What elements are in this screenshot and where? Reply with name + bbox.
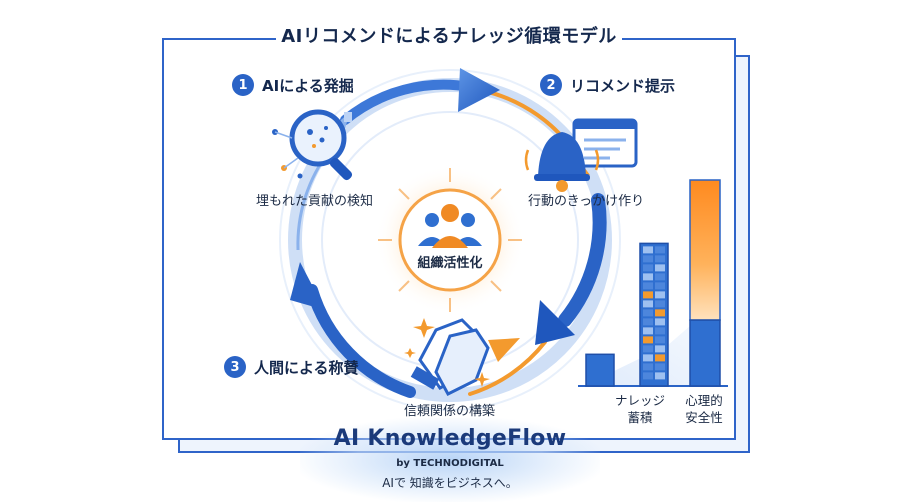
brand-tagline: AIで 知識をビジネスへ。: [382, 476, 518, 490]
clapping-hands-icon: [404, 318, 490, 396]
bar-knowledge-block: [643, 291, 653, 299]
bar-knowledge-block: [655, 300, 665, 308]
bar-knowledge-block: [655, 282, 665, 290]
bar-knowledge-block: [655, 309, 665, 317]
bar-label-knowledge: ナレッジ 蓄積: [612, 392, 668, 426]
bar-knowledge-block: [643, 255, 653, 263]
cycle-ring: [279, 69, 621, 411]
bar-knowledge-block: [655, 336, 665, 344]
bar-knowledge-block: [643, 336, 653, 344]
bar-knowledge-block: [655, 327, 665, 335]
diagram-title: AIリコメンドによるナレッジ循環モデル: [276, 22, 622, 52]
bar-knowledge-block: [655, 273, 665, 281]
bar-knowledge-block: [643, 363, 653, 371]
step-2-number: 2: [540, 74, 562, 96]
bar-knowledge-block: [643, 345, 653, 353]
bar-knowledge-block: [655, 345, 665, 353]
bar-label-knowledge-line1: ナレッジ: [614, 393, 665, 408]
bar-knowledge-block: [655, 363, 665, 371]
bar-knowledge-block: [655, 354, 665, 362]
step-3-label: 人間による称賛: [254, 358, 359, 377]
step-2-label: リコメンド提示: [570, 76, 676, 95]
step-3-caption: 信頼関係の構築: [404, 404, 496, 419]
bar-label-safety: 心理的 安全性: [676, 392, 732, 426]
brand-byline: by TECHNODIGITAL: [396, 458, 504, 469]
brand-name: AI KnowledgeFlow: [333, 426, 567, 451]
bar-knowledge-block: [643, 318, 653, 326]
center-label: 組織活性化: [417, 256, 483, 271]
bar-label-safety-line1: 心理的: [685, 393, 723, 408]
footer-glow: [300, 418, 600, 502]
bar-knowledge-block: [643, 354, 653, 362]
step-3: 3 人間による称賛: [224, 356, 359, 378]
step-1-label: AIによる発掘: [262, 76, 354, 95]
bar-label-safety-line2: 安全性: [685, 410, 723, 425]
bar-knowledge-block: [655, 264, 665, 272]
bell-icon: [524, 132, 600, 192]
step-2-caption: 行動のきっかけ作り: [528, 194, 645, 209]
bar-chart: [578, 179, 728, 387]
step-1-number: 1: [232, 74, 254, 96]
bar-knowledge-block: [643, 327, 653, 335]
chart-rise-area: [585, 300, 720, 385]
bar-small: [585, 353, 615, 387]
bar-knowledge-block: [643, 282, 653, 290]
magnifier-icon: [272, 109, 353, 181]
bar-knowledge-block: [643, 264, 653, 272]
bar-safety-lower: [689, 319, 721, 387]
step-1: 1 AIによる発掘: [232, 74, 354, 96]
bar-knowledge-block: [655, 291, 665, 299]
bar-knowledge-block: [643, 372, 653, 380]
bar-knowledge-block: [643, 273, 653, 281]
bar-knowledge-block: [655, 318, 665, 326]
step-2: 2 リコメンド提示: [540, 74, 675, 96]
bar-knowledge-block: [643, 246, 653, 254]
bar-knowledge-block: [655, 246, 665, 254]
people-icon: [418, 204, 482, 248]
bar-knowledge-block: [643, 309, 653, 317]
step-3-number: 3: [224, 356, 246, 378]
step-1-caption: 埋もれた貢献の検知: [256, 194, 374, 209]
sun-rays: [378, 168, 522, 312]
bar-knowledge-block: [655, 372, 665, 380]
bar-knowledge-block: [643, 300, 653, 308]
bar-knowledge-block: [655, 255, 665, 263]
bar-label-knowledge-line2: 蓄積: [627, 410, 653, 425]
bar-safety-upper: [689, 179, 721, 321]
